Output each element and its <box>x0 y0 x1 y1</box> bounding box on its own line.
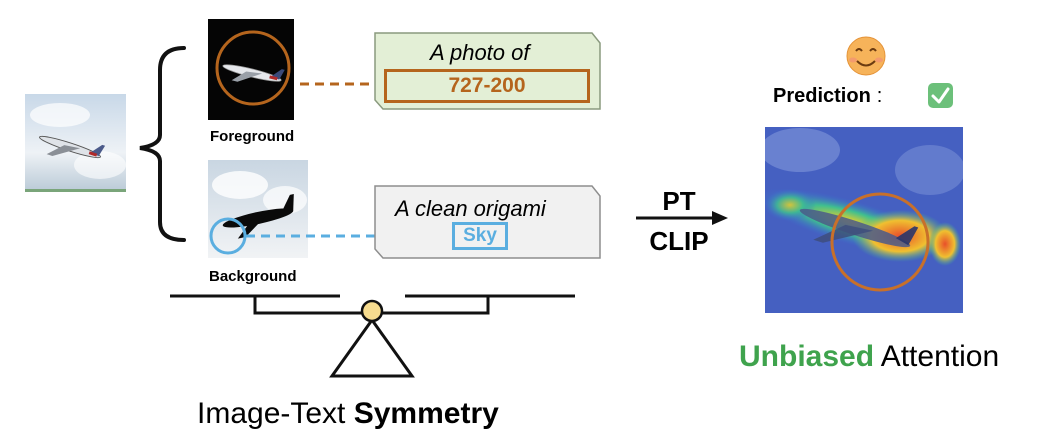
prompt-top-class: 727-200 <box>384 69 590 103</box>
airplane-icon <box>39 135 106 159</box>
method-bottom-label: CLIP <box>649 226 709 256</box>
input-image <box>25 94 126 192</box>
attention-heatmap <box>765 127 963 313</box>
result-caption: Unbiased Attention <box>739 340 999 374</box>
prediction-sep: : <box>876 85 883 107</box>
prompt-bottom-text: A clean origami <box>395 196 546 221</box>
background-circle <box>209 217 247 255</box>
split-bracket <box>139 46 186 242</box>
balance-scale <box>170 294 575 378</box>
foreground-image <box>208 19 294 120</box>
symmetry-caption: Image-Text Symmetry <box>197 397 499 431</box>
attention-circle <box>830 192 930 292</box>
prediction-label: Prediction: <box>773 85 882 108</box>
fulcrum <box>360 299 384 323</box>
result-normal: Attention <box>874 340 1000 373</box>
foreground-label: Foreground <box>210 128 295 145</box>
prediction-text: Prediction <box>773 85 871 107</box>
caption-normal: Image-Text <box>197 397 354 430</box>
prompt-bottom-class: Sky <box>452 222 508 250</box>
prompt-top-text: A photo of <box>430 40 530 65</box>
caption-bold: Symmetry <box>353 397 499 430</box>
method-top-label: PT <box>662 186 696 216</box>
check-icon <box>928 83 953 108</box>
foreground-circle <box>215 30 291 106</box>
smiley-icon <box>846 36 886 76</box>
background-image <box>208 160 308 258</box>
result-bold: Unbiased <box>739 340 875 373</box>
background-label: Background <box>209 268 297 285</box>
